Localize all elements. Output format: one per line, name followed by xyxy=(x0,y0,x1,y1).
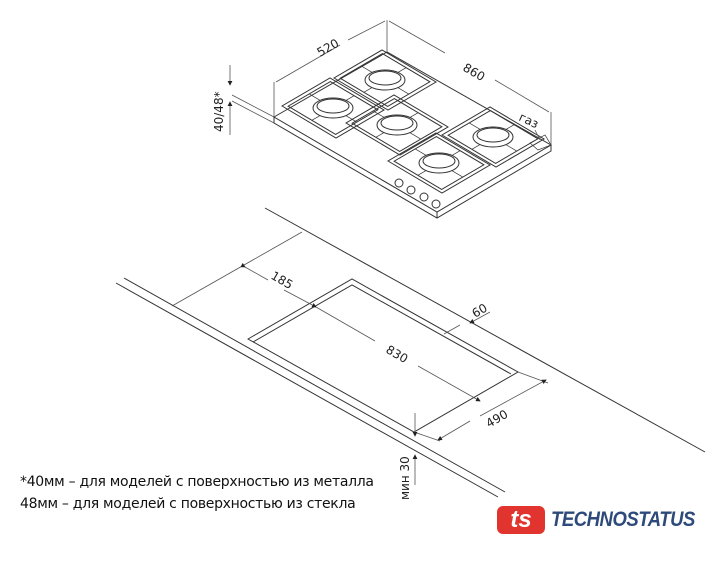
cutout-depth-label: 490 xyxy=(484,407,511,431)
burner xyxy=(387,132,491,194)
burner xyxy=(281,77,385,139)
countertop xyxy=(115,207,706,498)
logo-mark: ts xyxy=(497,506,545,534)
burner xyxy=(345,94,449,156)
cutout-dimension-lines xyxy=(171,231,549,485)
back-offset-label: 185 xyxy=(269,268,296,292)
hob-dimension-lines xyxy=(227,20,552,145)
burner xyxy=(333,49,437,111)
note-glass: 48мм – для моделей с поверхностью из сте… xyxy=(20,496,356,512)
cutout-width-label: 830 xyxy=(384,342,411,366)
note-metal: *40мм – для моделей с поверхностью из ме… xyxy=(20,474,374,490)
control-knobs xyxy=(394,178,441,209)
hob-width-label: 860 xyxy=(461,60,488,84)
cutout xyxy=(246,278,520,433)
burner xyxy=(441,106,545,168)
min-thickness-label: мин 30 xyxy=(398,456,412,500)
burners xyxy=(281,49,545,194)
hob-height-label: 40/48* xyxy=(212,91,226,132)
hob-depth-label: 520 xyxy=(315,36,342,60)
technostatus-logo: ts TECHNOSTATUS xyxy=(497,505,708,535)
edge-offset-label: 60 xyxy=(470,301,490,321)
logo-text: TECHNOSTATUS xyxy=(551,508,695,531)
